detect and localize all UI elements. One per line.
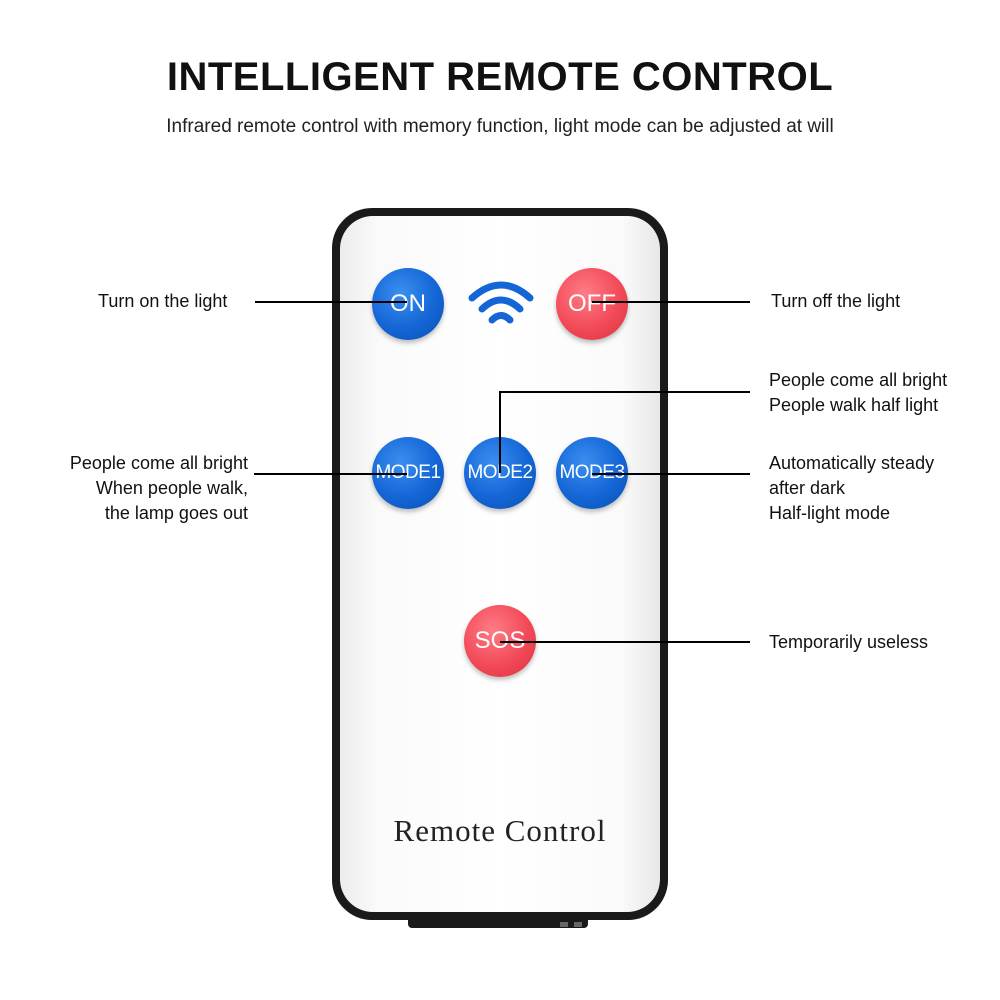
off-button-label: OFF	[568, 290, 616, 317]
leader-line-mode2-vertical	[499, 392, 501, 473]
page-subtitle: Infrared remote control with memory func…	[166, 116, 834, 137]
tab-notch	[574, 922, 582, 927]
annotation-mode2-line1: People come all bright	[769, 370, 948, 390]
leader-line-on	[255, 301, 407, 303]
annotation-mode3: Automatically steady after dark Half-lig…	[769, 451, 934, 526]
off-button[interactable]: OFF	[556, 268, 628, 340]
annotation-sos: Temporarily useless	[769, 632, 929, 652]
annotation-mode2: People come all bright People walk half …	[769, 368, 947, 418]
battery-tab	[408, 918, 588, 928]
page-title: INTELLIGENT REMOTE CONTROL	[166, 55, 834, 99]
mode1-button-label: MODE1	[375, 462, 441, 483]
remote-brand-label: Remote Control	[393, 813, 607, 848]
annotation-mode3-line2: after dark	[769, 478, 846, 498]
leader-line-mode3	[592, 473, 750, 475]
leader-line-sos	[500, 641, 750, 643]
on-button-label: ON	[390, 290, 426, 317]
annotation-mode1-line2: When people walk,	[95, 478, 248, 498]
tab-notch	[560, 922, 568, 927]
leader-line-mode2-horizontal	[499, 391, 750, 393]
annotation-mode1-line1: People come all bright	[69, 453, 248, 473]
annotation-mode3-line1: Automatically steady	[769, 453, 935, 473]
annotation-mode1-line3: the lamp goes out	[104, 503, 248, 523]
annotation-mode3-line3: Half-light mode	[769, 503, 891, 523]
annotation-off: Turn off the light	[771, 291, 901, 311]
leader-line-off	[592, 301, 750, 303]
sos-button-label: SOS	[474, 627, 526, 654]
wifi-signal-icon	[468, 281, 534, 324]
annotation-on: Turn on the light	[98, 291, 228, 311]
leader-line-mode1	[254, 473, 407, 475]
on-button[interactable]: ON	[372, 268, 444, 340]
annotation-mode2-line2: People walk half light	[769, 395, 939, 415]
annotation-mode1: People come all bright When people walk,…	[30, 451, 248, 526]
mode3-button-label: MODE3	[559, 462, 625, 483]
